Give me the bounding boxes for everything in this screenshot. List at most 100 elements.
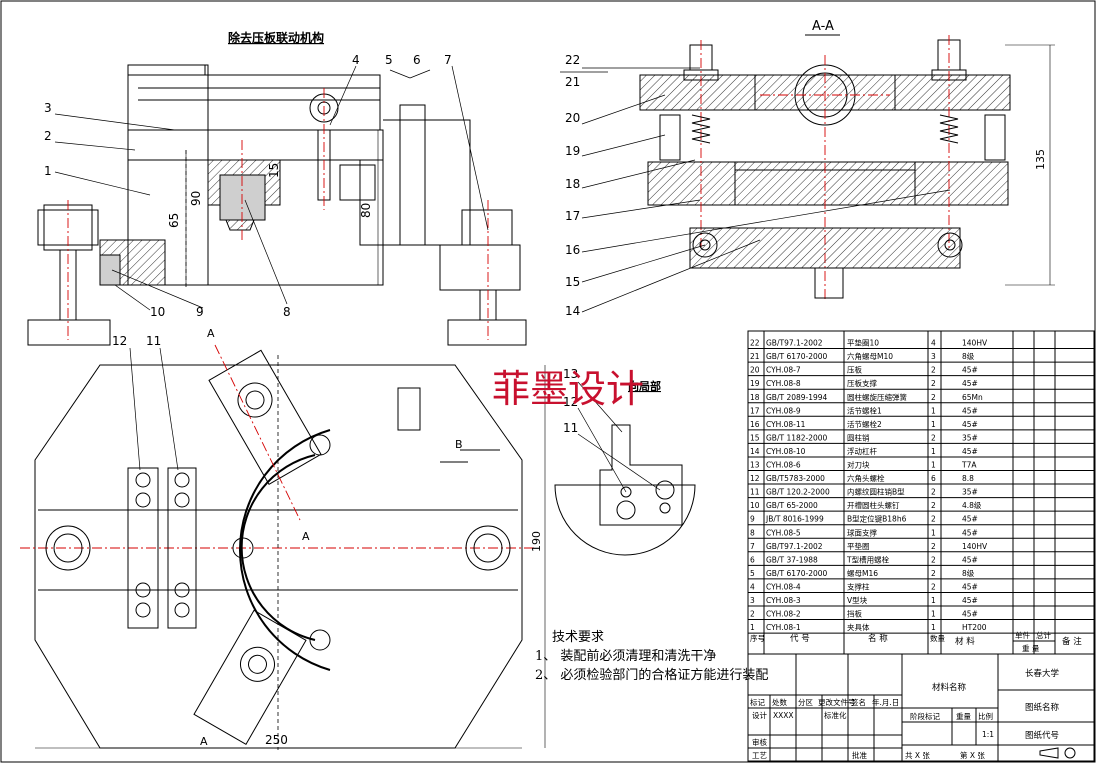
detail-block	[599, 424, 683, 526]
bom-cell-code: CYH.08-1	[766, 623, 801, 632]
bom-cell-qty: 2	[931, 555, 936, 564]
bom-cell-name: 支撑柱	[847, 581, 870, 591]
front-view-title: 除去压板联动机构	[228, 30, 324, 45]
bom-cell-no: 2	[750, 610, 755, 619]
bom-cell-material: 45#	[962, 555, 978, 564]
bom-header-material: 材 料	[955, 636, 975, 647]
balloon-5: 5	[385, 53, 393, 67]
balloon-18: 18	[565, 177, 580, 191]
bom-cell-qty: 1	[931, 623, 936, 632]
bom-cell-material: HT200	[962, 623, 987, 632]
bom-cell-no: 21	[750, 352, 760, 361]
bom-cell-qty: 2	[931, 515, 936, 524]
bom-cell-material: 35#	[962, 433, 978, 442]
dim-65: 65	[167, 213, 181, 228]
bom-cell-code: GB/T 1182-2000	[766, 433, 828, 442]
bom-cell-name: 螺母M16	[847, 568, 878, 578]
section-marker-a-mid: A	[302, 530, 310, 543]
watermark: 菲墨设计	[492, 367, 644, 411]
plan-view: A A A B 250 190 12 11	[20, 327, 546, 750]
balloon-detail-12: 12	[563, 395, 578, 409]
clamp-lower	[193, 609, 307, 745]
bom-cell-code: GB/T97.1-2002	[766, 542, 823, 551]
bom-cell-no: 12	[750, 474, 760, 483]
bom-header-weight-label: 重 量	[1022, 644, 1040, 653]
bom-cell-qty: 1	[931, 528, 936, 537]
balloon-19: 19	[565, 144, 580, 158]
bom-cell-material: T7A	[961, 461, 977, 470]
dim-90: 90	[189, 191, 203, 206]
bom-cell-code: CYH.08-2	[766, 610, 801, 619]
balloon-16: 16	[565, 243, 580, 257]
bom-cell-qty: 1	[931, 596, 936, 605]
balloon-4: 4	[352, 53, 360, 67]
bom-cell-name: 开槽圆柱头螺钉	[847, 500, 900, 510]
bom-cell-code: CYH.08-8	[766, 379, 801, 388]
bom-cell-material: 45#	[962, 447, 978, 456]
bom-cell-name: 对刀块	[847, 460, 870, 470]
tb-zone: 分区	[798, 698, 813, 707]
bom-cell-no: 10	[750, 501, 760, 510]
bom-cell-qty: 4	[931, 339, 936, 348]
balloon-2: 2	[44, 129, 52, 143]
bom-header-unit-weight: 单件	[1015, 630, 1031, 640]
bom-cell-qty: 1	[931, 447, 936, 456]
bom-cell-no: 6	[750, 555, 755, 564]
bom-cell-qty: 2	[931, 501, 936, 510]
section-view: A-A 135 22	[560, 19, 1055, 318]
bom-cell-name: 平垫圈	[847, 541, 870, 551]
bom-cell-material: 45#	[962, 610, 978, 619]
bom-cell-name: 六角螺母M10	[847, 351, 893, 361]
bom-cell-name: 挡板	[847, 609, 862, 619]
detail-base	[554, 484, 696, 556]
tb-design-label: 设计	[752, 710, 767, 720]
bom-cell-name: T型槽用螺栓	[846, 554, 890, 564]
bom-cell-code: GB/T 37-1988	[766, 555, 818, 564]
bom-cell-qty: 2	[931, 366, 936, 375]
bom-cell-code: GB/T 65-2000	[766, 501, 818, 510]
tb-sheet-no: 第 X 张	[960, 750, 985, 760]
floating-lever	[689, 227, 961, 269]
bom-cell-no: 18	[750, 393, 760, 402]
bom-cell-name: 圆柱销	[847, 432, 870, 442]
bom-cell-no: 19	[750, 379, 760, 388]
balloon-20: 20	[565, 111, 580, 125]
tb-scale-value: 1:1	[982, 730, 994, 739]
bom-cell-qty: 1	[931, 420, 936, 429]
projection-symbol	[1039, 747, 1059, 759]
bom-cell-qty: 3	[931, 352, 936, 361]
bom-cell-code: GB/T 6170-2000	[766, 352, 828, 361]
bom-cell-name: 活节螺栓2	[847, 419, 882, 429]
bom-cell-no: 15	[750, 433, 760, 442]
balloon-12: 12	[112, 334, 127, 348]
balloon-1: 1	[44, 164, 52, 178]
bom-header-remarks: 备 注	[1062, 636, 1082, 647]
balloon-22: 22	[565, 53, 580, 67]
bom-cell-material: 45#	[962, 515, 978, 524]
tb-sign: 签名	[851, 697, 866, 707]
bom-cell-code: CYH.08-10	[766, 447, 806, 456]
tb-stage-label: 阶段标记	[910, 711, 940, 721]
bom-cell-qty: 6	[931, 474, 936, 483]
tb-audit-label: 审核	[752, 737, 767, 747]
bom-header-qty: 数量	[930, 633, 945, 643]
bom-cell-no: 13	[750, 461, 760, 470]
plan-outline	[34, 364, 523, 749]
front-view: 除去压板联动机构	[27, 30, 527, 346]
notes-item-1: 1、 装配前必须清理和清洗干净	[535, 648, 716, 664]
tb-approve-label: 批准	[852, 750, 867, 760]
bolt-plan-left	[45, 525, 91, 571]
bom-cell-code: GB/T 6170-2000	[766, 569, 828, 578]
bom-cell-code: GB/T97.1-2002	[766, 339, 823, 348]
bom-cell-material: 4.8级	[962, 500, 982, 510]
bom-cell-qty: 1	[931, 610, 936, 619]
dim-135: 135	[1034, 149, 1047, 170]
v-block-arc	[239, 429, 331, 671]
tb-design-value: XXXX	[773, 711, 794, 720]
bom-cell-no: 16	[750, 420, 760, 429]
tb-material-label: 材料名称	[932, 682, 967, 693]
bom-header-no: 序号	[750, 633, 765, 643]
